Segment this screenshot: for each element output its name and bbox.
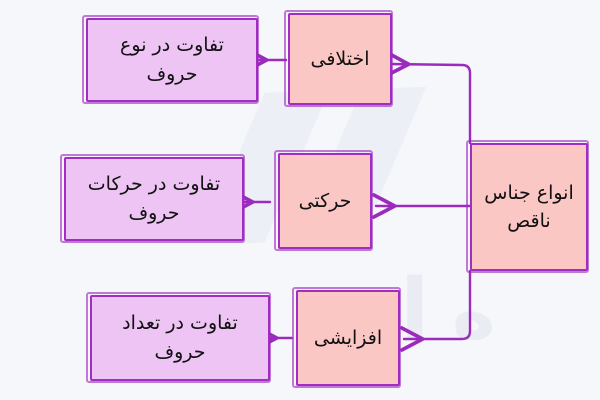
node-branch-harakati-label: حرکتی [298,190,352,212]
node-leaf-letter-count-label: تفاوت در تعداد حروف [122,311,238,363]
node-branch-harakati[interactable]: حرکتی [274,150,373,251]
node-root-label: انواع جناس ناقص [484,181,574,233]
node-leaf-letter-type-label: تفاوت در نوع حروف [120,33,224,85]
node-leaf-letter-vowels[interactable]: تفاوت در حرکات حروف [60,154,245,243]
node-root[interactable]: انواع جناس ناقص [466,140,589,273]
node-leaf-letter-vowels-label: تفاوت در حرکات حروف [87,172,221,224]
edge-root-to-branch1 [385,51,472,145]
node-branch-ekhtelafi-label: اختلافی [310,48,370,70]
edge-root-to-branch3 [399,269,472,352]
node-branch-afzayeshi[interactable]: افزایشی [292,287,401,388]
node-leaf-letter-count[interactable]: تفاوت در تعداد حروف [86,292,271,383]
node-leaf-letter-type[interactable]: تفاوت در نوع حروف [82,15,259,104]
watermark-glyph-2: ا [400,261,430,361]
node-branch-ekhtelafi[interactable]: اختلافی [284,10,393,107]
watermark-glyph-3: ه [452,270,496,356]
node-branch-afzayeshi-label: افزایشی [313,327,383,349]
